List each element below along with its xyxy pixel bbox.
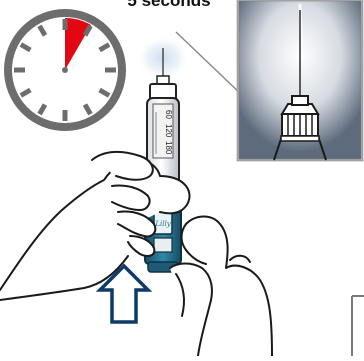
next-panel-edge: [352, 296, 364, 356]
dose-scale: 60 120 180: [164, 110, 173, 155]
timer-clock: [8, 13, 122, 127]
pen-logo: Lilly: [154, 220, 171, 228]
pen-dose-display: [154, 238, 172, 252]
zoom-inset: [238, 0, 362, 160]
dose-scale-label-1: 60: [164, 110, 173, 119]
dose-scale-label-3: 180: [164, 141, 173, 155]
hands: [0, 152, 272, 356]
step-caption: 5 seconds: [84, 0, 254, 10]
dose-scale-label-2: 120: [164, 124, 173, 138]
timer-center: [62, 67, 68, 73]
